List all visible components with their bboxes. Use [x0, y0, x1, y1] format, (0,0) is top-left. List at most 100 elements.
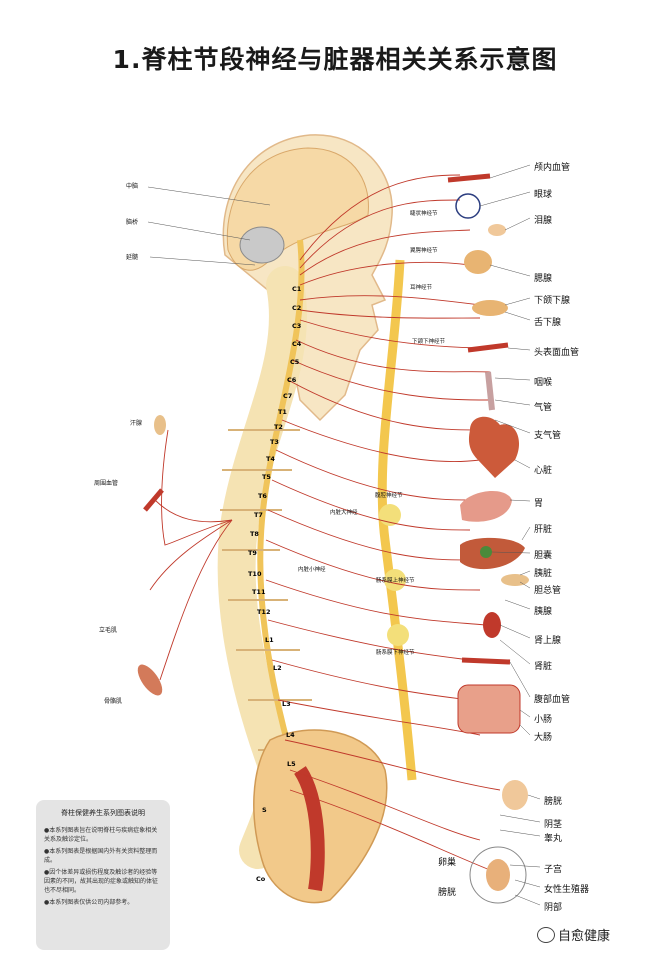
vertebra-label: C7 [283, 392, 293, 400]
label-stomach: 胃 [534, 499, 544, 509]
vertebra-label: C5 [290, 358, 300, 366]
psoas-muscle [293, 766, 325, 892]
vertebra-label: C3 [292, 322, 302, 330]
label-intracranial-vessel: 颅内血管 [534, 163, 571, 173]
sympathetic-trunk [377, 259, 417, 781]
vertebra-label: L1 [265, 636, 274, 644]
label-midbrain: 中脑 [126, 183, 139, 190]
label-medulla: 延髓 [126, 254, 139, 261]
page-title: 1.脊柱节段神经与脏器相关关系示意图 [112, 45, 558, 74]
label-submandibular-gland: 下颌下腺 [534, 296, 571, 306]
label-bladder-lower: 膀胱 [438, 888, 457, 898]
label-trachea: 气管 [534, 403, 553, 413]
vertebra-label: C4 [292, 340, 302, 348]
label-ovary: 卵巢 [438, 858, 457, 868]
note-item: ●本系列图表仅供公司内部参考。 [44, 899, 134, 906]
vertebra-label: T5 [262, 473, 271, 481]
peripheral-vessel [143, 488, 164, 512]
label-pons: 脑桥 [126, 219, 139, 226]
parotid-gland [464, 250, 492, 274]
vertebra-label: L5 [287, 760, 296, 768]
label-submandibular-ganglion: 下颌下神经节 [412, 339, 446, 345]
label-penis: 阴茎 [544, 820, 563, 830]
vertebra-label: L3 [282, 700, 291, 708]
pancreas [501, 574, 529, 586]
ganglion [379, 504, 401, 526]
label-bile-duct: 胆总管 [534, 586, 562, 596]
vertebra-label: T7 [254, 511, 263, 519]
label-scalp-vessel: 头表面血管 [534, 348, 580, 358]
label-ciliary-ganglion: 睫状神经节 [410, 211, 438, 217]
scalp-vessel [467, 342, 509, 353]
label-adrenal-gland: 肾上腺 [534, 636, 562, 646]
sweat-gland [154, 415, 166, 435]
gallbladder [480, 546, 492, 558]
label-arrector-pili: 立毛肌 [99, 627, 118, 634]
vertebra-label: T8 [250, 530, 259, 538]
label-sublingual-gland: 舌下腺 [534, 318, 562, 328]
label-small-intestine: 小肠 [534, 715, 553, 725]
label-pancreas-gland: 胰腺 [534, 607, 553, 617]
label-lacrimal-gland: 泪腺 [534, 216, 553, 226]
label-kidney: 肾脏 [534, 662, 553, 672]
stomach [460, 490, 512, 522]
note-item: ●本系列图表旨在说明脊柱与疾病症象相关关系及触诊定位。 [44, 827, 158, 843]
eyeball [455, 193, 481, 219]
vertebra-label: S [262, 806, 267, 814]
vertebra-label: T10 [248, 570, 262, 578]
label-bronchus: 支气管 [534, 431, 562, 441]
vertebra-label: T1 [278, 408, 287, 416]
label-otic-ganglion: 耳神经节 [410, 285, 433, 291]
label-throat: 咽喉 [534, 378, 553, 388]
vertebra-label: T6 [258, 492, 267, 500]
label-female-genitalia: 女性生殖器 [544, 885, 590, 895]
pointer-lines [479, 164, 541, 906]
vertebra-label: T2 [274, 423, 283, 431]
label-skeletal-muscle: 骨骼肌 [104, 698, 123, 705]
info-note-box: 脊柱保健养生系列图表说明 ●本系列图表旨在说明脊柱与疾病症象相关关系及触诊定位。… [36, 800, 170, 950]
vertebra-label: T3 [270, 438, 279, 446]
label-uterus: 子宫 [544, 865, 563, 875]
label-pudendum: 阴部 [544, 903, 563, 913]
label-greater-splanchnic: 内脏大神经 [330, 510, 358, 516]
vertebra-label: L2 [273, 664, 282, 672]
trachea [485, 371, 495, 411]
vertebra-label: Co [256, 875, 266, 883]
label-inferior-mesenteric: 肠系膜下神经节 [376, 650, 415, 656]
skeletal-muscle [137, 664, 163, 696]
spinal-cord [257, 239, 305, 761]
liver [460, 537, 525, 570]
wechat-icon [537, 927, 555, 943]
note-item: ●本系列图表是根据国内外有关资料整理而成。 [44, 848, 158, 864]
label-heart: 心脏 [534, 466, 553, 476]
vertebra-label: C2 [292, 304, 302, 312]
label-bladder: 膀胱 [544, 797, 563, 807]
label-eyeball: 眼球 [534, 190, 553, 200]
label-celiac-ganglion: 腹腔神经节 [375, 493, 403, 499]
ganglion [384, 569, 406, 591]
label-lesser-splanchnic: 内脏小神经 [298, 567, 326, 573]
vertebra-label: T9 [248, 549, 257, 557]
female-organ-circle [469, 846, 527, 904]
left-pointer-lines [147, 186, 271, 266]
vertebra-label: T11 [252, 588, 266, 596]
blood-vessel [447, 173, 491, 183]
label-pancreas-organ: 胰脏 [534, 569, 553, 579]
uterus [486, 859, 510, 891]
note-title: 脊柱保健养生系列图表说明 [61, 809, 145, 817]
label-pterygopalatine-ganglion: 翼腭神经节 [410, 248, 438, 254]
label-large-intestine: 大肠 [534, 733, 553, 743]
note-item: ●因个体差异或损伤程度及触诊者的经验等因素的不同，故其出现的症象或触知的体征也不… [44, 869, 159, 894]
label-testis: 睾丸 [544, 834, 563, 844]
bladder [502, 780, 528, 810]
kidney [483, 612, 501, 638]
heart [468, 416, 520, 478]
vertebra-label: T12 [257, 608, 271, 616]
submandibular-gland [472, 300, 508, 316]
left-nerve-lines [149, 429, 233, 681]
label-abdominal-vessel: 腹部血管 [534, 695, 571, 705]
vertebra-label: T4 [266, 455, 275, 463]
abdominal-vessel [461, 657, 511, 665]
label-sweat-gland: 汗腺 [130, 420, 143, 427]
